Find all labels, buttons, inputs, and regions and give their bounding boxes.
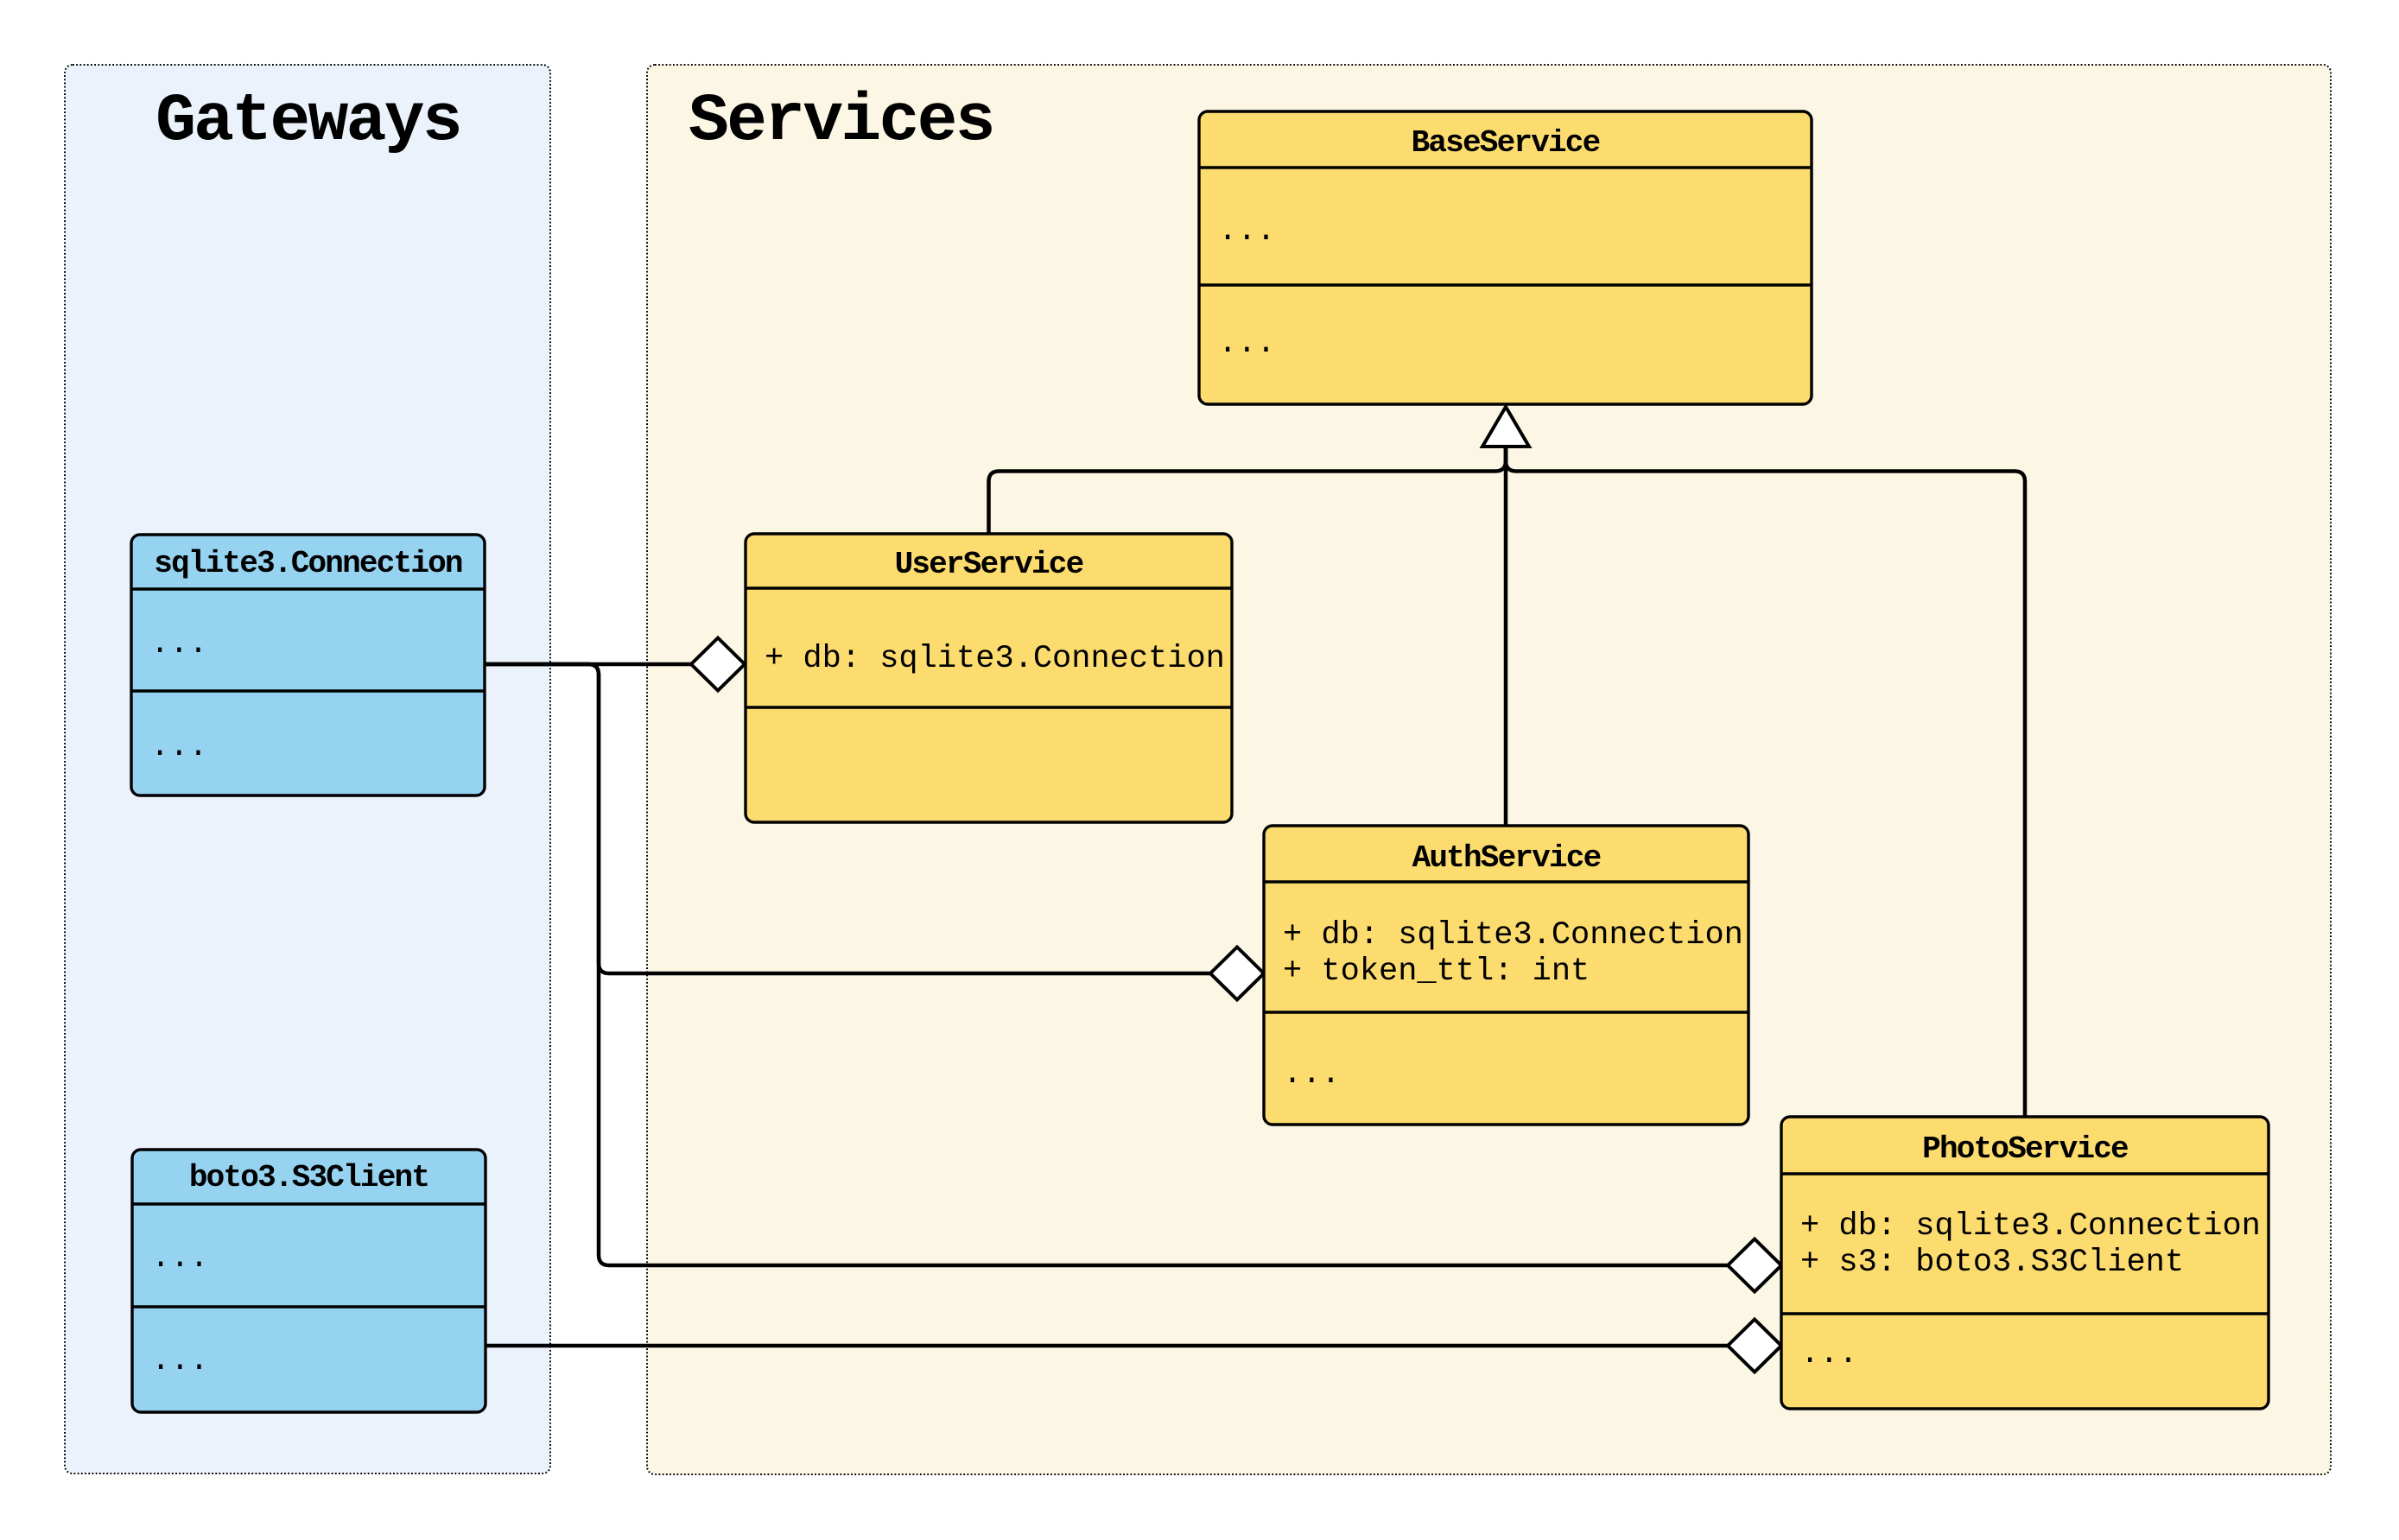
svg-text:...: ... — [150, 626, 208, 662]
svg-text:BaseService: BaseService — [1412, 125, 1600, 161]
svg-text:+ db: sqlite3.Connection: + db: sqlite3.Connection — [1283, 917, 1743, 954]
svg-text:+ s3: boto3.S3Client: + s3: boto3.S3Client — [1800, 1245, 2184, 1281]
svg-text:Gateways: Gateways — [155, 84, 460, 160]
svg-text:...: ... — [150, 729, 208, 765]
svg-text:sqlite3.Connection: sqlite3.Connection — [154, 546, 462, 581]
svg-text:...: ... — [1218, 213, 1276, 250]
svg-text:...: ... — [1283, 1056, 1341, 1093]
svg-text:UserService: UserService — [895, 547, 1083, 582]
svg-text:...: ... — [1800, 1336, 1858, 1372]
svg-text:+ token_ttl: int: + token_ttl: int — [1283, 954, 1590, 990]
svg-text:PhotoService: PhotoService — [1922, 1131, 2128, 1167]
svg-text:boto3.S3Client: boto3.S3Client — [189, 1160, 428, 1195]
svg-text:...: ... — [1218, 326, 1276, 362]
svg-text:...: ... — [151, 1240, 209, 1277]
svg-text:AuthService: AuthService — [1412, 840, 1601, 876]
svg-text:Services: Services — [689, 84, 993, 160]
svg-text:...: ... — [151, 1343, 209, 1379]
svg-text:+ db: sqlite3.Connection: + db: sqlite3.Connection — [1800, 1208, 2261, 1245]
svg-text:+ db: sqlite3.Connection: + db: sqlite3.Connection — [765, 641, 1225, 677]
